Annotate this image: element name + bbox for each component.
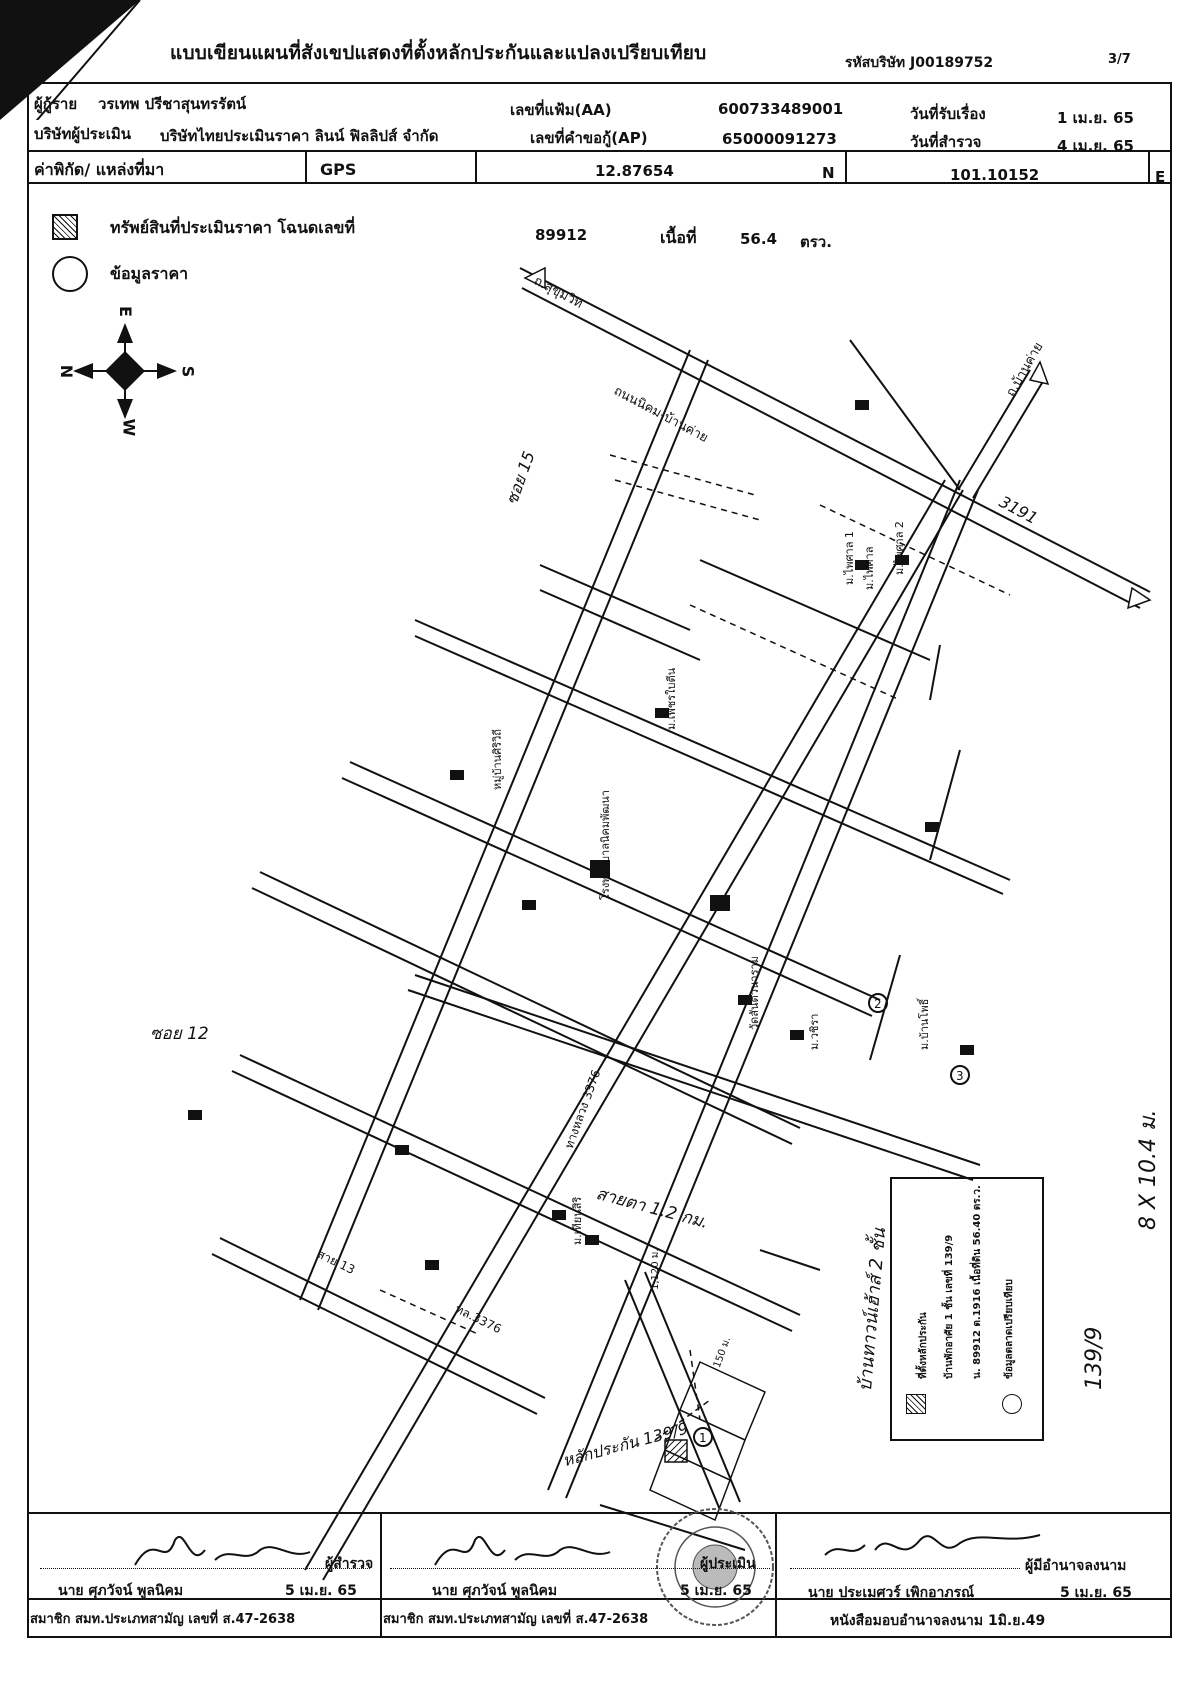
document-title: แบบเขียนแผนที่สังเขปแสดงที่ตั้งหลักประกั… bbox=[170, 42, 707, 64]
map-label-soi-12: ซอย 12 bbox=[150, 1024, 209, 1044]
appraiser-name-footer: นาย ศุภวัจน์ พูลนิคม bbox=[432, 1583, 558, 1599]
document-frame bbox=[27, 82, 1172, 1638]
appraiser-signature bbox=[434, 1536, 611, 1566]
deed-number: 89912 bbox=[535, 226, 588, 244]
inset-hatch-icon bbox=[906, 1394, 926, 1414]
latitude-value: 12.87654 bbox=[595, 162, 674, 180]
coord-cell-line bbox=[305, 150, 307, 182]
inset-line-4: ข้อมูลตลาดเปรียบเทียบ bbox=[1004, 1279, 1015, 1379]
loan-number: 65000091273 bbox=[722, 130, 837, 148]
loan-label: เลขที่คำขอกู้(AP) bbox=[530, 129, 648, 147]
map-label-village-8: หมู่บ้านศิริวิถี bbox=[491, 729, 504, 790]
area-label: เนื้อที่ bbox=[660, 228, 697, 247]
authorization-letter: หนังสือมอบอำนาจลงนาม 1มิ.ย.49 bbox=[830, 1613, 1046, 1629]
authorized-role: ผู้มีอำนาจลงนาม bbox=[1025, 1558, 1127, 1574]
appraiser-date: 5 เม.ย. 65 bbox=[680, 1583, 752, 1599]
appraiser-sign-line bbox=[390, 1568, 770, 1569]
asset-legend-label: ทรัพย์สินที่ประเมินราคา โฉนดเลขที่ bbox=[110, 218, 356, 237]
authorized-sign-line bbox=[790, 1568, 1020, 1569]
page-number: 3/7 bbox=[1108, 52, 1131, 67]
coord-divider bbox=[27, 182, 1172, 184]
map-label-village-4: ม.ไพศาล 1 bbox=[843, 531, 856, 585]
inset-legend-box: ที่ตั้งหลักประกัน บ้านพักอาศัย 1 ชั้น เล… bbox=[890, 1177, 1044, 1441]
price-data-circle-icon bbox=[52, 256, 88, 292]
area-unit: ตรว. bbox=[800, 233, 832, 251]
appraiser-label: บริษัทผู้ประเมิน bbox=[34, 125, 132, 143]
file-number: 600733489001 bbox=[718, 100, 844, 118]
map-label-village-6: ม.เทียนสิริ bbox=[571, 1196, 584, 1245]
scan-corner-mark bbox=[0, 0, 141, 120]
appraiser-member: สมาชิก สมท.ประเภทสามัญ เลขที่ ส.47-2638 bbox=[383, 1612, 649, 1627]
received-label: วันที่รับเรื่อง bbox=[910, 105, 986, 123]
map-label-dist-1120: 1,120 ม. bbox=[650, 1248, 661, 1290]
coord-cell-line bbox=[1148, 150, 1150, 182]
received-date: 1 เม.ย. 65 bbox=[1057, 109, 1134, 127]
map-label-village-1: ม.เพชรใบตีน bbox=[665, 667, 678, 730]
appraiser-name: บริษัทไทยประเมินราคา ลินน์ ฟิลลิปส์ จำกั… bbox=[160, 127, 439, 145]
borrower-name: วรเทพ ปรีชาสุนทรรัตน์ bbox=[98, 95, 247, 113]
map-note-house-no: 139/9 bbox=[1082, 1326, 1107, 1390]
surveyor-member: สมาชิก สมท.ประเภทสามัญ เลขที่ ส.47-2638 bbox=[30, 1612, 296, 1627]
map-label-village-2: ม.ไพศาล bbox=[863, 546, 876, 590]
footer-col-line bbox=[775, 1512, 777, 1638]
authorized-signature bbox=[824, 1534, 1041, 1556]
map-label-village-7: ม.วชิรา bbox=[808, 1013, 821, 1050]
svg-text:1: 1 bbox=[699, 1431, 707, 1445]
footer-divider bbox=[27, 1512, 1172, 1514]
file-label: เลขที่แฟ้ม(AA) bbox=[510, 101, 612, 119]
coord-source: GPS bbox=[320, 160, 357, 179]
survey-label: วันที่สำรวจ bbox=[910, 133, 982, 151]
latitude-direction: N bbox=[822, 164, 835, 182]
collateral-plot bbox=[664, 1439, 688, 1463]
area-value: 56.4 bbox=[740, 230, 778, 248]
surveyor-name: นาย ศุภวัจน์ พูลนิคม bbox=[58, 1583, 184, 1599]
header-divider bbox=[27, 150, 1172, 152]
longitude-direction: E bbox=[1155, 168, 1166, 186]
map-label-village-3: ม.ไพศาล 2 bbox=[893, 521, 906, 575]
authorized-date: 5 เม.ย. 65 bbox=[1060, 1585, 1132, 1601]
svg-text:2: 2 bbox=[874, 997, 882, 1011]
svg-text:3: 3 bbox=[956, 1069, 964, 1083]
coord-cell-line bbox=[845, 150, 847, 182]
company-code: รหัสบริษัท J00189752 bbox=[845, 55, 994, 71]
map-note-dimensions: 8 X 10.4 ม. bbox=[1136, 1109, 1161, 1230]
inset-circle-icon bbox=[1002, 1394, 1022, 1414]
coord-cell-line bbox=[475, 150, 477, 182]
inset-line-3: น. 89912 ต.1916 เนื้อที่ดิน 56.40 ตร.ว. bbox=[972, 1185, 983, 1379]
hatched-asset-icon bbox=[52, 214, 78, 240]
surveyor-role: ผู้สำรวจ bbox=[325, 1556, 374, 1572]
footer-sub-divider bbox=[27, 1598, 1172, 1600]
longitude-value: 101.10152 bbox=[950, 166, 1040, 184]
map-label-hospital: โรงพยาบาลนิคมพัฒนา bbox=[599, 790, 612, 900]
compass-rose-icon bbox=[73, 323, 177, 419]
surveyor-date: 5 เม.ย. 65 bbox=[285, 1583, 357, 1599]
footer-col-line bbox=[380, 1512, 382, 1638]
price-legend-label: ข้อมูลราคา bbox=[110, 264, 189, 283]
survey-date: 4 เม.ย. 65 bbox=[1057, 137, 1134, 155]
inset-line-1: ที่ตั้งหลักประกัน bbox=[918, 1312, 929, 1379]
surveyor-sign-line bbox=[40, 1568, 370, 1569]
company-seal-stamp bbox=[656, 1508, 774, 1626]
appraiser-role: ผู้ประเมิน bbox=[700, 1556, 756, 1572]
surveyor-signature bbox=[134, 1536, 311, 1566]
borrower-label: ผู้กู้ราย bbox=[34, 95, 78, 113]
coord-label: ค่าพิกัด/ แหล่งที่มา bbox=[34, 160, 165, 179]
inset-line-2: บ้านพักอาศัย 1 ชั้น เลขที่ 139/9 bbox=[944, 1234, 955, 1379]
map-label-village-5: ม.บ้านโพธิ์ bbox=[918, 998, 931, 1050]
map-label-temple: วัดสันติวนาราม bbox=[748, 956, 761, 1030]
authorized-name: นาย ประเมศวร์ เพิกอาภรณ์ bbox=[808, 1585, 975, 1601]
